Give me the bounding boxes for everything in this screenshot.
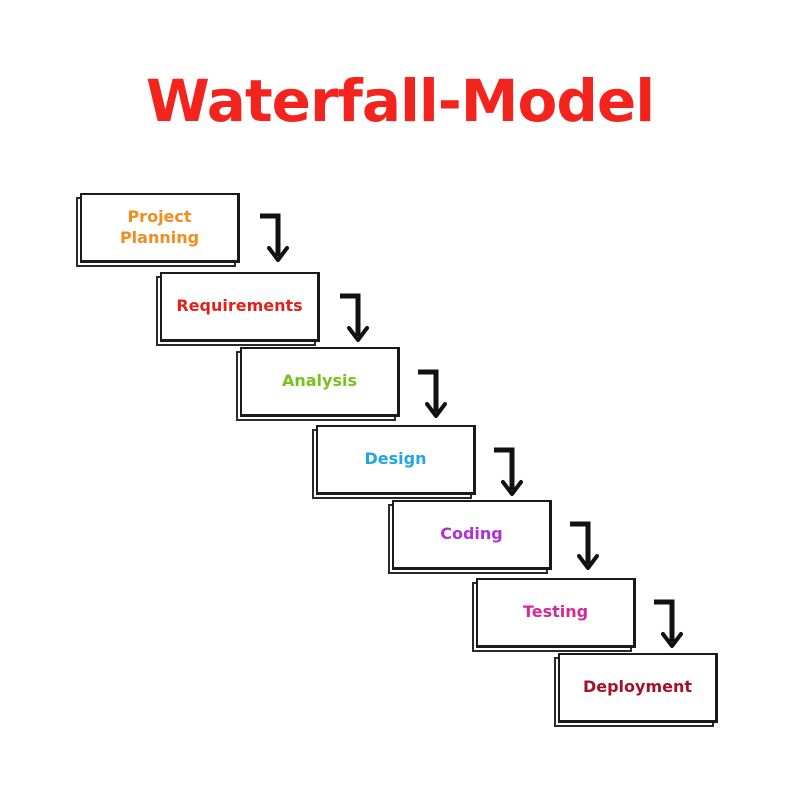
stair-arrow-down-icon xyxy=(340,293,369,342)
stair-arrow-down-icon xyxy=(654,599,683,648)
step-label: Requirements xyxy=(176,296,303,316)
diagram-title: Waterfall-Model xyxy=(145,67,655,135)
step-label: Coding xyxy=(440,524,503,544)
stair-arrow-down-icon xyxy=(494,447,523,496)
step-box-analysis: Analysis xyxy=(240,347,400,417)
step-box-coding: Coding xyxy=(392,500,552,570)
step-label: Project Planning xyxy=(119,206,200,247)
step-label: Analysis xyxy=(281,371,357,391)
stair-arrow-down-icon xyxy=(418,369,447,418)
stair-arrow-down-icon xyxy=(260,213,289,262)
step-box-requirements: Requirements xyxy=(160,272,320,342)
step-label: Deployment xyxy=(582,677,693,697)
step-box-deployment: Deployment xyxy=(558,653,718,723)
step-box-testing: Testing xyxy=(476,578,636,648)
stair-arrow-down-icon xyxy=(570,521,599,570)
step-box-project-planning: Project Planning xyxy=(80,193,240,263)
step-label: Testing xyxy=(522,602,589,622)
step-box-design: Design xyxy=(316,425,476,495)
step-label: Design xyxy=(364,449,427,469)
